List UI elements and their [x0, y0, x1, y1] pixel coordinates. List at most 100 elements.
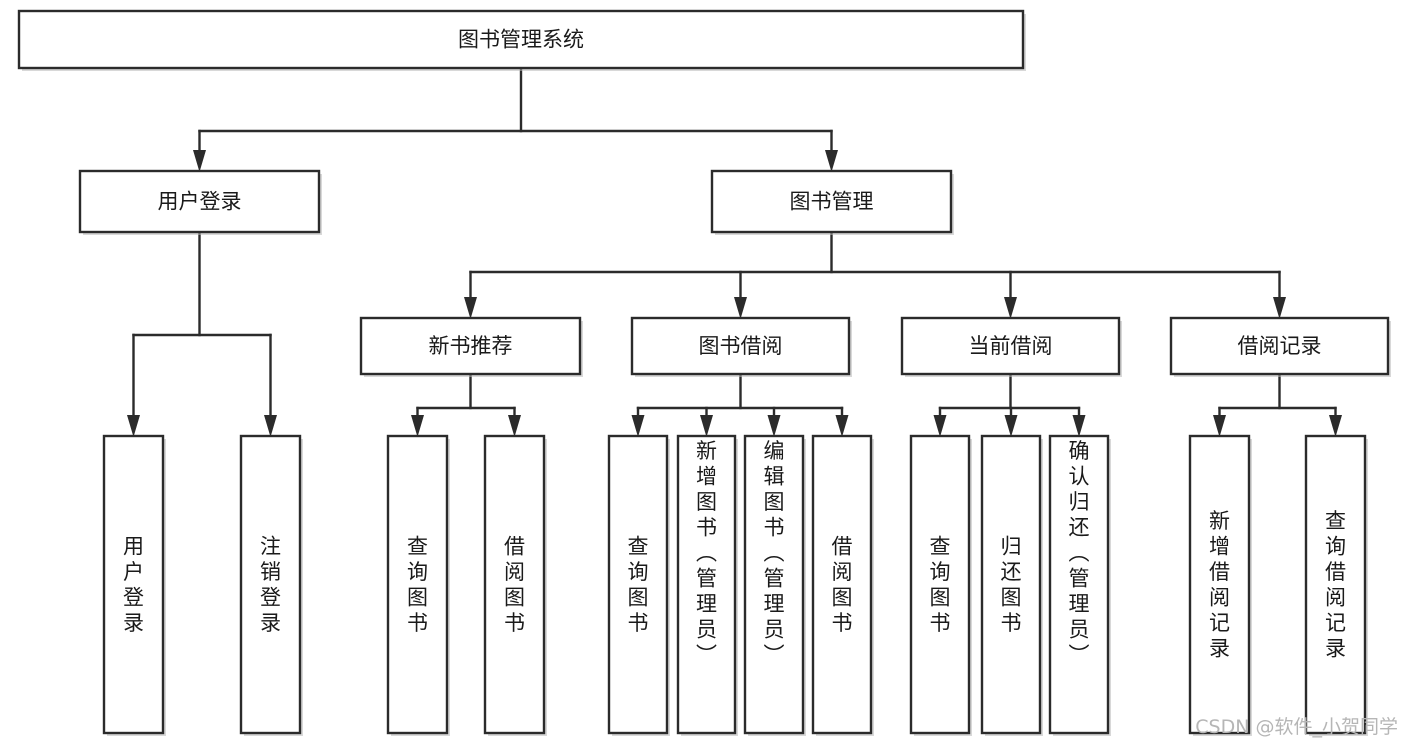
node-label-char: 确: [1069, 439, 1090, 463]
node-rect[interactable]: [710, 169, 953, 234]
node-borrow-record[interactable]: 借阅记录: [1169, 316, 1391, 377]
node-label-char: 记: [1325, 611, 1346, 635]
node-label-char: 管: [1069, 567, 1090, 591]
node-leaf-logout[interactable]: 注销登录: [239, 434, 303, 736]
node-label-char: 销: [260, 560, 281, 584]
node-label-char: 借: [832, 535, 853, 559]
node-label-char: 阅: [1325, 586, 1346, 610]
node-label-char: 录: [1209, 637, 1230, 661]
node-label-char: ︵: [1069, 541, 1090, 565]
node-rect[interactable]: [811, 434, 873, 735]
node-rect[interactable]: [1188, 434, 1251, 735]
node-rect[interactable]: [1048, 434, 1110, 735]
node-leaf-add-record[interactable]: 新增借阅记录: [1188, 434, 1252, 736]
node-label-char: 查: [407, 535, 428, 559]
node-leaf-borrow-book[interactable]: 借阅图书: [811, 434, 874, 736]
node-new-book-recommend[interactable]: 新书推荐: [359, 316, 583, 377]
node-label-char: 记: [1209, 611, 1230, 635]
node-leaf-query-book-rec[interactable]: 查询图书: [386, 434, 450, 736]
node-rect[interactable]: [483, 434, 546, 735]
node-rect[interactable]: [607, 434, 669, 735]
node-label: 注销登录: [260, 535, 281, 636]
node-current-borrow[interactable]: 当前借阅: [900, 316, 1122, 377]
node-leaf-borrow-book-rec[interactable]: 借阅图书: [483, 434, 547, 736]
node-book-borrow[interactable]: 图书借阅: [630, 316, 852, 377]
node-rect[interactable]: [78, 169, 321, 234]
node-leaf-query-book-cur[interactable]: 查询图书: [909, 434, 972, 736]
node-leaf-return-book[interactable]: 归还图书: [980, 434, 1043, 736]
node-label-char: 户: [123, 560, 144, 584]
node-label: 新增借阅记录: [1209, 509, 1230, 661]
connector-arrowhead: [1329, 415, 1342, 437]
node-label-char: 阅: [1209, 586, 1230, 610]
node-rect[interactable]: [1304, 434, 1367, 735]
node-book-manage[interactable]: 图书管理: [710, 169, 954, 235]
node-label-char: 图: [764, 490, 785, 514]
connector-arrowhead: [1072, 415, 1086, 437]
node-rect[interactable]: [17, 9, 1025, 70]
node-label: 确认归还︵管理员︶: [1069, 439, 1090, 667]
node-label-char: 编: [764, 439, 785, 463]
node-label-char: 查: [1325, 509, 1346, 533]
node-leaf-add-book[interactable]: 新增图书︵管理员︶: [676, 434, 738, 736]
node-user-login[interactable]: 用户登录: [78, 169, 322, 235]
connector-arrowhead: [700, 415, 713, 437]
node-label-char: 书: [504, 611, 525, 635]
connector-group: [193, 66, 838, 172]
node-label-char: ︶: [1069, 643, 1090, 667]
node-label-char: 书: [696, 516, 717, 540]
node-leaf-query-book-borrow[interactable]: 查询图书: [607, 434, 670, 736]
node-label-char: 图: [504, 586, 525, 610]
connector-group: [464, 230, 1286, 319]
connector-arrowhead: [825, 150, 838, 172]
node-label-char: 理: [1069, 592, 1090, 616]
node-label: 图书借阅: [699, 334, 783, 358]
node-label-char: 登: [123, 586, 144, 610]
connector-arrowhead: [464, 297, 477, 319]
node-label-char: 借: [504, 535, 525, 559]
node-rect[interactable]: [980, 434, 1042, 735]
connector-arrowhead: [1004, 297, 1017, 319]
node-leaf-user-login[interactable]: 用户登录: [102, 434, 166, 736]
node-label-char: 借: [1325, 560, 1346, 584]
node-rect[interactable]: [102, 434, 165, 735]
node-label-char: 书: [1001, 611, 1022, 635]
node-label-char: ︶: [764, 643, 785, 667]
node-leaf-query-record[interactable]: 查询借阅记录: [1304, 434, 1368, 736]
node-leaf-edit-book[interactable]: 编辑图书︵管理员︶: [743, 434, 806, 736]
node-label-char: 录: [1325, 637, 1346, 661]
node-rect[interactable]: [676, 434, 737, 735]
node-label: 借阅图书: [832, 535, 853, 636]
node-label-char: 员: [764, 618, 785, 642]
node-rect[interactable]: [900, 316, 1121, 376]
node-rect[interactable]: [386, 434, 449, 735]
node-layer: 图书管理系统用户登录图书管理新书推荐图书借阅当前借阅借阅记录用户登录注销登录查询…: [17, 9, 1391, 736]
node-label: 用户登录: [123, 535, 144, 636]
node-label-char: 还: [1069, 516, 1090, 540]
node-rect[interactable]: [743, 434, 805, 735]
node-label-char: 书: [930, 611, 951, 635]
node-rect[interactable]: [1169, 316, 1390, 376]
node-label: 借阅图书: [504, 535, 525, 636]
node-label-char: 书: [628, 611, 649, 635]
node-label-char: ︵: [696, 541, 717, 565]
node-rect[interactable]: [909, 434, 971, 735]
node-label-char: 员: [1069, 618, 1090, 642]
node-label-char: ︶: [696, 643, 717, 667]
node-rect[interactable]: [359, 316, 582, 376]
node-rect[interactable]: [239, 434, 302, 735]
node-root[interactable]: 图书管理系统: [17, 9, 1026, 71]
node-label-char: 借: [1209, 560, 1230, 584]
node-leaf-confirm-return[interactable]: 确认归还︵管理员︶: [1048, 434, 1111, 736]
node-rect[interactable]: [630, 316, 851, 376]
node-label-char: ︵: [764, 541, 785, 565]
node-label: 查询图书: [930, 535, 951, 636]
node-label-char: 还: [1001, 560, 1022, 584]
node-label-char: 图: [930, 586, 951, 610]
connector-arrowhead: [127, 415, 140, 437]
connector-group: [933, 372, 1086, 437]
node-label-char: 新: [1209, 509, 1230, 533]
node-label-char: 登: [260, 586, 281, 610]
node-label: 编辑图书︵管理员︶: [764, 439, 785, 667]
node-label-char: 询: [407, 560, 428, 584]
